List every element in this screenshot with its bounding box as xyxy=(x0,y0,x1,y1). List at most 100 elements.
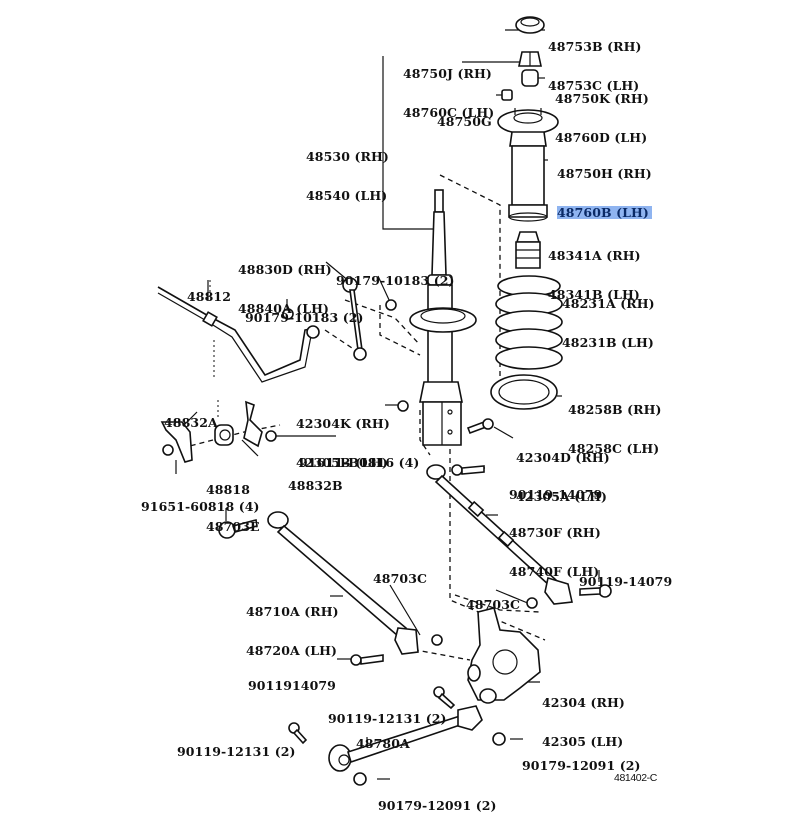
part-number: 90179-12091 (2) xyxy=(378,798,497,813)
part-number: 48720A (LH) xyxy=(246,643,338,658)
part-number: 42304K (RH) xyxy=(296,416,390,431)
part-number: 48730F (RH) xyxy=(509,525,601,540)
upper-mount-cap xyxy=(515,16,545,34)
part-number: 90119-14079 xyxy=(579,574,673,589)
stabilizer-bracket-a xyxy=(160,421,193,463)
part-number: 90179-12091 (2) xyxy=(522,758,641,773)
part-number: 48231A (RH) xyxy=(562,296,655,311)
part-number: 90179-10183 (2) xyxy=(336,273,455,288)
figure-code: 481402-C xyxy=(614,772,657,784)
part-label-48750J[interactable]: 48750J (RH) 48760C (LH) xyxy=(403,41,494,132)
stabilizer-bracket-b xyxy=(243,400,277,448)
rear-axle-carrier xyxy=(467,607,541,704)
part-label-48530[interactable]: 48530 (RH) 48540 (LH) xyxy=(306,124,389,215)
part-number: 48231B (LH) xyxy=(562,335,654,350)
stabilizer-bar xyxy=(157,286,320,383)
part-number: 48780A xyxy=(356,736,410,751)
strut-rod-nut-left xyxy=(353,772,367,786)
part-number: 48760C (LH) xyxy=(403,105,495,120)
part-label-90179-10183-upper[interactable]: 90179-10183 (2) xyxy=(336,248,455,300)
stabilizer-bushing xyxy=(214,424,234,446)
part-number: 48703C xyxy=(466,597,521,612)
lower-arm-no2 xyxy=(426,464,573,609)
part-number: 48832B xyxy=(288,478,343,493)
stabilizer-link xyxy=(282,277,397,361)
part-number: 48530 (RH) xyxy=(306,149,389,164)
spring-insulator xyxy=(490,374,558,410)
part-number: 48832A xyxy=(164,415,218,430)
strut-rod-bolt xyxy=(288,722,308,745)
part-label-42304K[interactable]: 42304K (RH) 42305B (LH) xyxy=(296,391,390,482)
arm-bolt-right xyxy=(579,584,612,598)
strut-lower-bolt xyxy=(466,418,494,435)
lock-nut xyxy=(501,89,513,101)
part-label-48818[interactable]: 48818 xyxy=(206,457,250,509)
arm-bolt-lower xyxy=(350,654,384,666)
part-number: 48812 xyxy=(187,289,231,304)
part-label-90119-14079-upper[interactable]: 90119-14079 xyxy=(509,462,602,514)
part-label-90179-12091-left[interactable]: 90179-12091 (2) xyxy=(378,773,497,825)
part-label-91611-B0816[interactable]: 91611-B0816 (4) xyxy=(299,430,419,482)
part-label-48832B[interactable]: 48832B xyxy=(288,453,343,505)
part-label-48750G[interactable]: 48750G xyxy=(437,89,492,141)
part-label-48703C-right[interactable]: 48703C xyxy=(466,572,520,624)
part-number: 48840A (LH) xyxy=(238,301,330,316)
part-label-90179-10183-lower[interactable]: 90179-10183 (2) xyxy=(245,285,364,337)
diagram-artwork xyxy=(157,16,612,786)
part-label-48750K[interactable]: 48750K (RH) 48760D (LH) xyxy=(555,66,649,157)
part-number: 90119-12131 (2) xyxy=(177,744,296,759)
part-number: 42305A (LH) xyxy=(516,489,608,504)
part-number: 48750H (RH) xyxy=(557,166,652,181)
part-number: 48540 (LH) xyxy=(306,188,388,203)
part-number: 48710A (RH) xyxy=(246,604,339,619)
part-number: 48753C (LH) xyxy=(548,78,640,93)
part-number: 90119-12131 (2) xyxy=(328,711,447,726)
part-number: 48258B (RH) xyxy=(568,402,662,417)
strut-rod-nut-right xyxy=(492,732,506,746)
part-label-48830D[interactable]: 48830D (RH) 48840A (LH) xyxy=(238,237,332,328)
part-number: 48703C xyxy=(373,571,428,586)
part-number: 48830D (RH) xyxy=(238,262,332,277)
part-label-48812[interactable]: 48812 xyxy=(187,264,231,316)
part-label-42304[interactable]: 42304 (RH) 42305 (LH) xyxy=(542,670,625,761)
part-label-48341[interactable]: 48341A (RH) 48341B (LH) xyxy=(548,223,641,314)
part-number: 91611-B0816 (4) xyxy=(299,455,420,470)
part-number: 42304D (RH) xyxy=(516,450,610,465)
part-label-48710A[interactable]: 48710A (RH) 48720A (LH) xyxy=(246,579,339,670)
part-label-90119-12131-lower[interactable]: 90119-12131 (2) xyxy=(177,719,296,771)
arm-bolt-upper xyxy=(451,464,485,476)
strut-support-boot xyxy=(497,108,559,222)
part-label-48703E[interactable]: 48703E xyxy=(206,494,260,546)
part-label-48258[interactable]: 48258B (RH) 48258C (LH) xyxy=(568,377,662,468)
part-label-90119-12131-upper[interactable]: 90119-12131 (2) xyxy=(328,686,447,738)
part-label-48780A[interactable]: 48780A xyxy=(356,711,410,763)
part-label-48703C-left[interactable]: 48703C xyxy=(373,546,427,598)
upper-nut xyxy=(518,51,542,67)
part-number: 48750G xyxy=(437,114,492,129)
part-label-90179-12091-right[interactable]: 90179-12091 (2) xyxy=(522,733,641,785)
lower-arm-no1 xyxy=(267,511,443,655)
part-number: 48750K (RH) xyxy=(555,91,649,106)
selected-part-number: 48760B (LH) xyxy=(557,206,652,219)
part-number: 48818 xyxy=(206,482,250,497)
part-number: 91651-60818 (4) xyxy=(141,499,260,514)
carrier-bolt xyxy=(433,686,456,710)
part-label-90119-14079-right[interactable]: 90119-14079 xyxy=(579,549,672,601)
part-number: 48750J (RH) xyxy=(403,66,492,81)
part-label-48750H[interactable]: 48750H (RH) 48760B (LH) xyxy=(557,141,652,232)
part-label-48231[interactable]: 48231A (RH) 48231B (LH) xyxy=(562,271,655,362)
part-number: 42305 (LH) xyxy=(542,734,624,749)
parts-diagram: 48753B (RH) 48753C (LH) 48750J (RH) 4876… xyxy=(141,14,672,812)
part-label-48832A[interactable]: 48832A xyxy=(164,390,218,442)
part-label-48730F[interactable]: 48730F (RH) 48740F (LH) xyxy=(509,500,601,591)
adjusting-cam-bolt xyxy=(218,519,258,539)
part-label-42304D[interactable]: 42304D (RH) 42305A (LH) xyxy=(516,425,610,516)
strut-rod xyxy=(328,705,483,772)
part-label-9011914079[interactable]: 9011914079 xyxy=(248,653,336,705)
part-number: 48341A (RH) xyxy=(548,248,641,263)
part-number: 48703E xyxy=(206,519,260,534)
part-label-91651-60818[interactable]: 91651-60818 (4) xyxy=(141,474,260,526)
part-label-48753[interactable]: 48753B (RH) 48753C (LH) xyxy=(548,14,642,105)
part-number: 48740F (LH) xyxy=(509,564,600,579)
part-number: 90179-10183 (2) xyxy=(245,310,364,325)
